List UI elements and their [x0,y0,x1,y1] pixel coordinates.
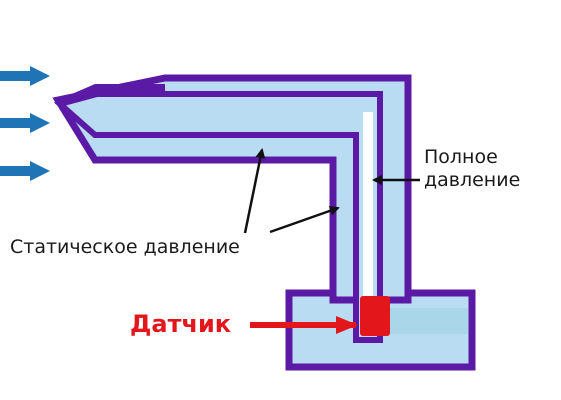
total-pressure-label-line2: давление [424,168,521,191]
airflow-arrow-icon [0,66,50,86]
airflow-arrow-icon [0,161,50,181]
static-pressure-label: Статическое давление [10,236,240,258]
total-pressure-label: Полное давление [424,146,520,192]
airflow-arrow-icon [0,113,50,133]
inner-total-tube [53,91,383,343]
static-pressure-pointer-upper [243,148,266,234]
static-pressure-pointer-lower [269,205,340,234]
airflow-arrows [0,66,50,181]
total-pressure-label-line1: Полное [424,146,498,168]
sensor-label: Датчик [130,310,232,338]
sensor-element [360,296,468,336]
